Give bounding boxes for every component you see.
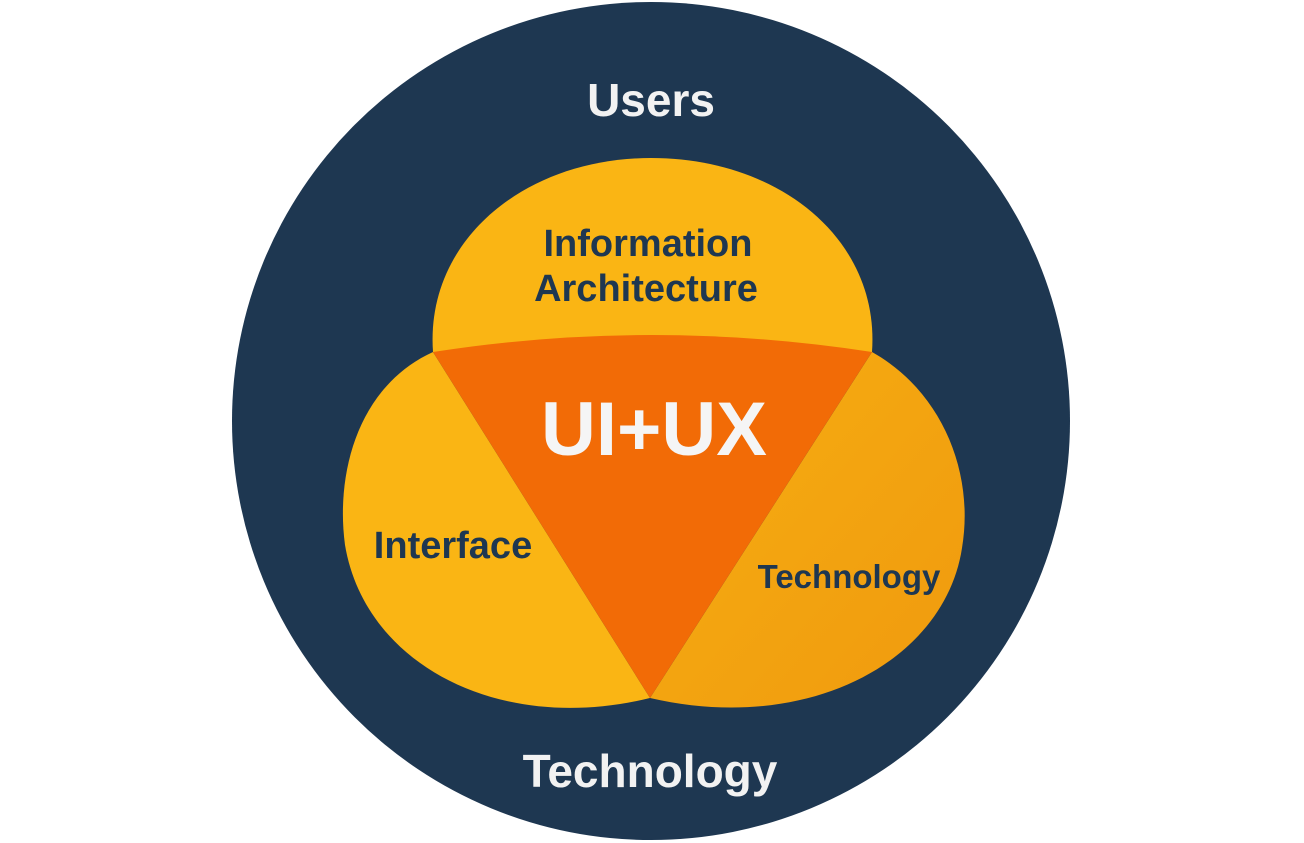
right-petal-label: Technology xyxy=(758,558,941,595)
left-petal-label: Interface xyxy=(374,525,532,567)
left-petal-interface xyxy=(342,352,650,708)
outer-bottom-label: Technology xyxy=(523,745,778,797)
top-petal-label-line1: Information xyxy=(544,223,753,265)
top-petal-information-architecture xyxy=(432,158,873,352)
outer-top-label: Users xyxy=(587,74,715,126)
center-label: UI+UX xyxy=(541,387,767,472)
right-petal-technology xyxy=(650,352,965,708)
center-triangle-ui-ux xyxy=(433,335,872,698)
top-petal-label-line2: Architecture xyxy=(534,268,758,310)
